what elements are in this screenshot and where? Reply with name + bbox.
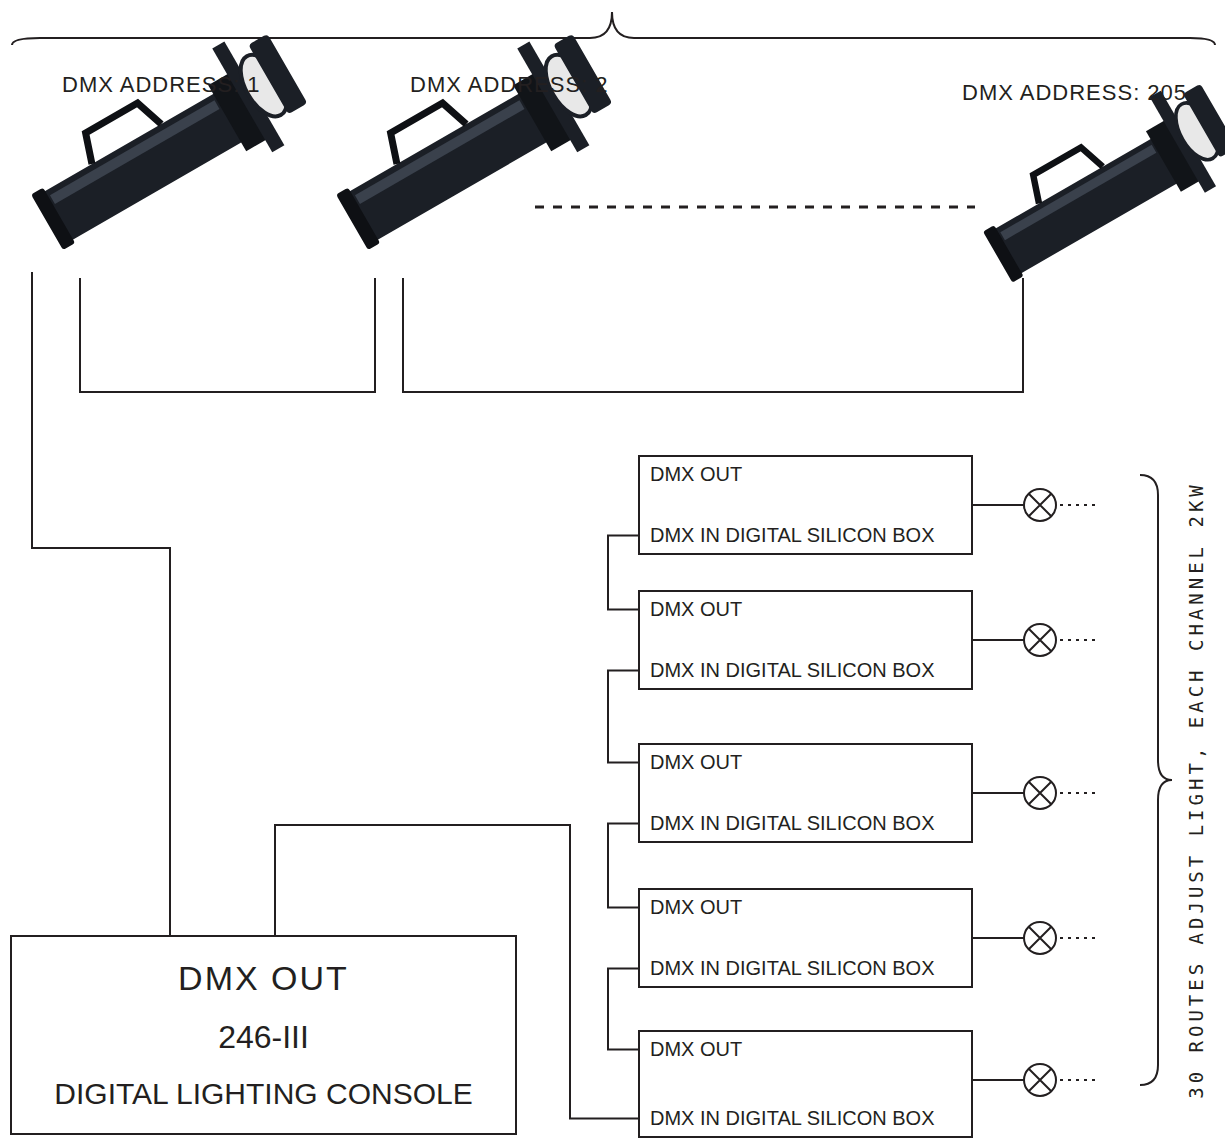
box-text: DMX IN DIGITAL SILICON BOX <box>650 524 961 547</box>
lamp-wire <box>973 792 1024 794</box>
lamp-symbol <box>1024 777 1056 809</box>
lighting-console: DMX OUT 246-III DIGITAL LIGHTING CONSOLE <box>10 935 517 1135</box>
box-text: DMX IN DIGITAL SILICON BOX <box>650 812 961 835</box>
lamp-wire <box>973 639 1024 641</box>
dimmer-box: DMX OUT DMX IN DIGITAL SILICON BOX <box>638 590 973 690</box>
dmx-cable <box>608 671 638 763</box>
dimmer-box: DMX OUT DMX IN DIGITAL SILICON BOX <box>638 743 973 843</box>
lamp-symbol <box>1024 1064 1056 1096</box>
lamp-group <box>973 489 1098 1096</box>
right-bracket <box>1140 475 1172 1085</box>
dmx-cable <box>608 536 638 610</box>
channel-note: 30 ROUTES ADJUST LIGHT, EACH CHANNEL 2KW <box>1185 481 1207 1099</box>
top-bracket <box>12 12 1215 45</box>
lamp-wire <box>973 504 1024 506</box>
box-text: DMX OUT <box>650 896 961 919</box>
box-text: DMX OUT <box>650 463 961 486</box>
dmx-wire <box>403 278 1023 392</box>
box-text: 246-III <box>218 1019 309 1056</box>
lamp-symbol <box>1024 922 1056 954</box>
lamp-wire <box>973 1079 1024 1081</box>
dmx-address: DMX ADDRESS: 1 <box>62 72 261 98</box>
lamp-cross <box>1029 629 1051 651</box>
dmx-cable <box>608 969 638 1050</box>
dmx-address: DMX ADDRESS: 205 <box>962 80 1187 106</box>
continuation-dots <box>1060 504 1098 506</box>
box-text: DMX OUT <box>650 751 961 774</box>
continuation-dots <box>1060 937 1098 939</box>
dmx-cable <box>608 824 638 908</box>
dmx-address: DMX ADDRESS: 2 <box>410 72 609 98</box>
dimmer-box: DMX OUT DMX IN DIGITAL SILICON BOX <box>638 455 973 555</box>
continuation-dots <box>1060 1079 1098 1081</box>
dimmer-box: DMX OUT DMX IN DIGITAL SILICON BOX <box>638 1030 973 1138</box>
lamp-wire <box>973 937 1024 939</box>
lamp-cross <box>1029 927 1051 949</box>
lamp-cross <box>1029 1069 1051 1091</box>
scanner-fixture <box>13 21 320 267</box>
lamp-cross <box>1029 494 1051 516</box>
lamp-cross <box>1029 782 1051 804</box>
box-text: DMX OUT <box>650 1038 961 1061</box>
box-text: DMX IN DIGITAL SILICON BOX <box>650 659 961 682</box>
scanner-fixture <box>318 21 625 267</box>
dimmer-box: DMX OUT DMX IN DIGITAL SILICON BOX <box>638 888 973 988</box>
box-text: DIGITAL LIGHTING CONSOLE <box>54 1077 472 1111</box>
continuation-dots <box>535 206 975 209</box>
lamp-symbol <box>1024 489 1056 521</box>
dmx-wire <box>80 278 375 392</box>
lamp-symbol <box>1024 624 1056 656</box>
dmx-wire <box>32 272 170 935</box>
box-text: DMX OUT <box>650 598 961 621</box>
box-text: DMX IN DIGITAL SILICON BOX <box>650 957 961 980</box>
continuation-dots <box>1060 792 1098 794</box>
box-text: DMX OUT <box>178 959 349 998</box>
continuation-dots <box>1060 639 1098 641</box>
scanner-fixture <box>966 72 1225 299</box>
box-text: DMX IN DIGITAL SILICON BOX <box>650 1107 961 1130</box>
